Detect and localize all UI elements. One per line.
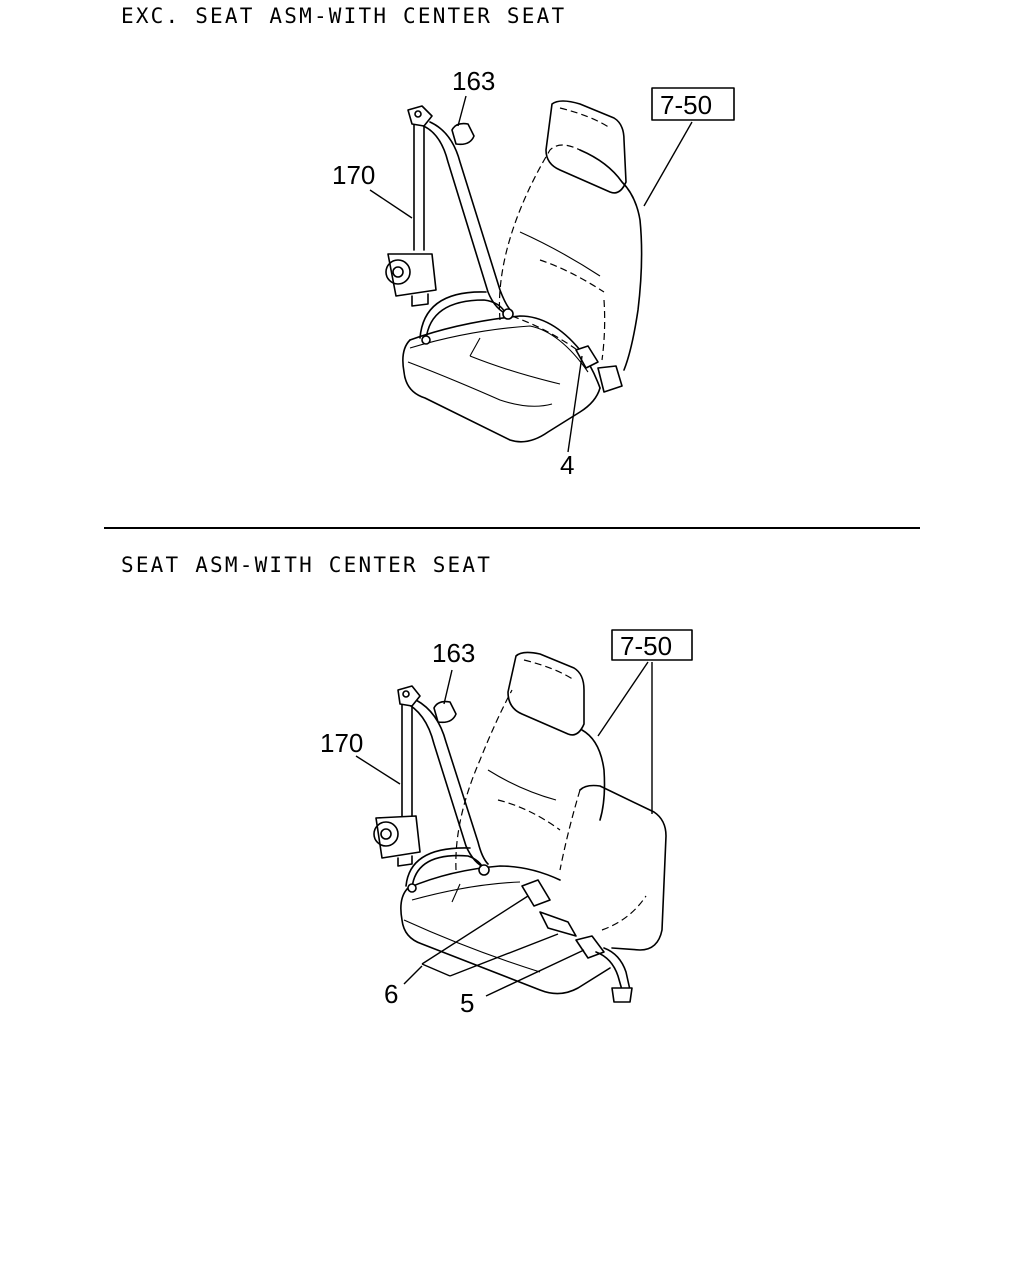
callout-6: 6 [384,979,398,1009]
reference-box-bottom [611,629,693,661]
top-leader-lines [369,95,693,453]
reference-box-top [651,87,735,121]
callout-170-top: 170 [332,160,375,190]
section-title-exc-center-seat: EXC. SEAT ASM-WITH CENTER SEAT [121,4,567,28]
section-title-with-center-seat: SEAT ASM-WITH CENTER SEAT [121,553,493,577]
callout-5: 5 [460,988,474,1018]
callout-7-50-top: 7-50 [660,90,712,120]
section-divider [104,527,920,529]
callout-4: 4 [560,450,574,480]
callout-170-bottom: 170 [320,728,363,758]
callout-163-bottom: 163 [432,638,475,668]
top-seat-illustration [385,100,643,443]
callout-163-top: 163 [452,66,495,96]
callout-7-50-bottom: 7-50 [620,631,672,661]
bottom-leader-lines [355,661,653,997]
bottom-seat-illustration [373,651,667,1003]
